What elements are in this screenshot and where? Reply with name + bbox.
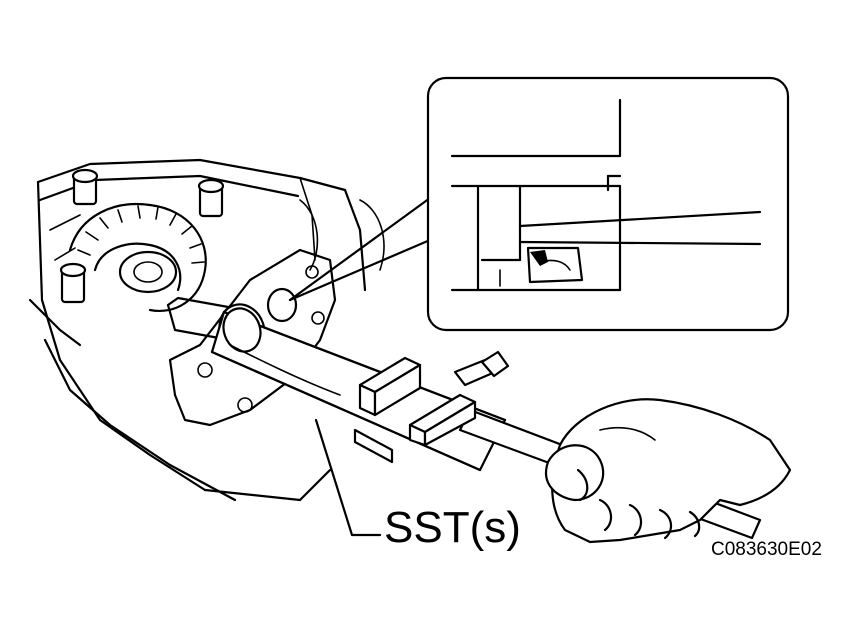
detail-inset	[426, 76, 790, 332]
callout-leader	[266, 196, 432, 323]
hand	[545, 398, 792, 544]
figure-code: C083630E02	[711, 539, 822, 560]
sst-label-leader	[314, 418, 382, 537]
sst-clamp	[353, 350, 510, 464]
sst-label: SST(s)	[384, 503, 521, 552]
housing-bolts	[59, 168, 225, 304]
ring-gear	[68, 203, 207, 313]
axle-shaft	[166, 296, 247, 342]
differential-housing	[28, 158, 385, 502]
